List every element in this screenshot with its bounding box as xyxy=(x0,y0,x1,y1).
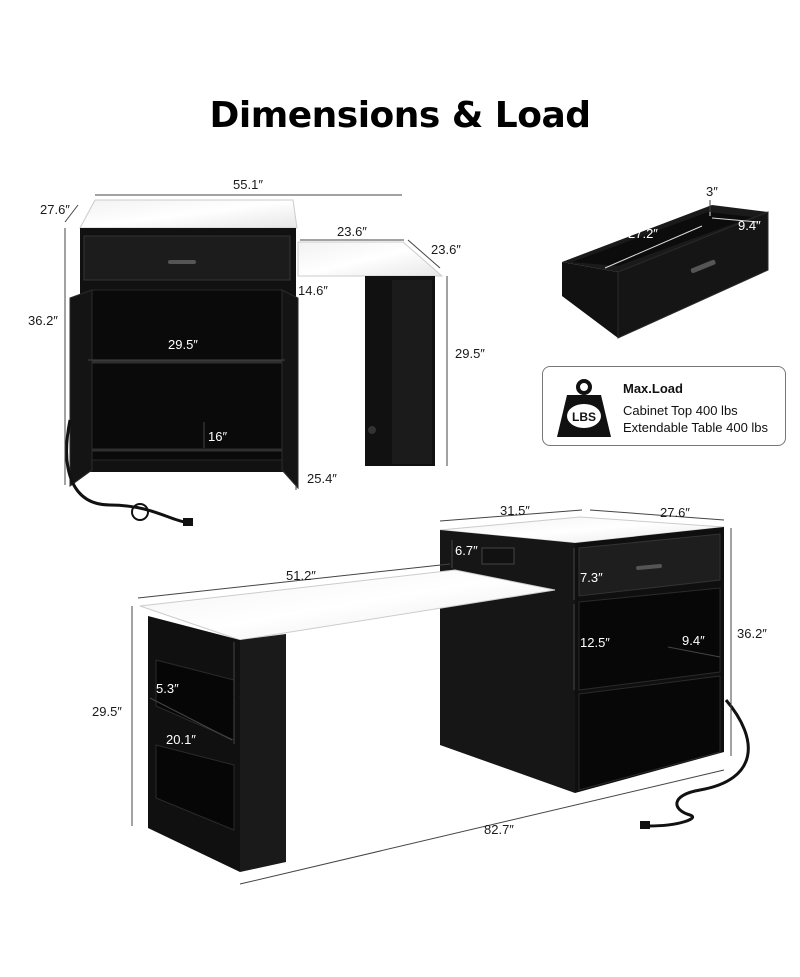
dim-inner-width: 29.5″ xyxy=(168,337,198,352)
weight-icon: LBS xyxy=(557,379,611,437)
dim-side-h: 12.2″ xyxy=(238,685,268,700)
drawer-depth: 3″ xyxy=(706,184,718,199)
dim-height: 36.2″ xyxy=(737,626,767,641)
dim-cab-width: 31.5″ xyxy=(500,503,530,518)
dim-width: 55.1″ xyxy=(233,177,263,192)
extendable-table-top-view xyxy=(297,241,444,466)
max-load-line-2: Extendable Table 400 lbs xyxy=(623,420,769,435)
assembled-view xyxy=(139,516,750,872)
dim-table-len: 23.6″ xyxy=(337,224,367,239)
page-title: Dimensions & Load xyxy=(209,95,591,136)
dim-height: 36.2″ xyxy=(28,313,58,328)
dim-drawer-h: 7.3″ xyxy=(580,570,603,585)
dim-side-w: 5.3″ xyxy=(156,681,179,696)
dim-outlet: 6.7″ xyxy=(455,543,478,558)
dim-total: 82.7″ xyxy=(484,822,514,837)
dim-shelf-h: 16″ xyxy=(208,429,227,444)
drawer-length: 27.2″ xyxy=(628,226,658,241)
cabinet-open-view xyxy=(65,199,299,526)
dim-side-d: 20.1″ xyxy=(166,732,196,747)
dim-door: 14.6″ xyxy=(298,283,328,298)
max-load-line-1: Cabinet Top 400 lbs xyxy=(623,403,738,418)
max-load-box: LBS Max.Load Cabinet Top 400 lbs Extenda… xyxy=(542,366,786,446)
drawer-width: 9.4″ xyxy=(738,218,761,233)
dim-depth: 27.6″ xyxy=(40,202,70,217)
weight-icon-label: LBS xyxy=(572,410,596,424)
dim-cab-depth: 27.6″ xyxy=(660,505,690,520)
dim-table-depth: 23.6″ xyxy=(431,242,461,257)
dim-shelf-d: 9.4″ xyxy=(682,633,705,648)
drawer-illustration xyxy=(562,205,769,339)
dim-table-height: 29.5″ xyxy=(455,346,485,361)
dim-table-len: 51.2″ xyxy=(286,568,316,583)
dim-leg: 25.4″ xyxy=(307,471,337,486)
dim-shelf-h: 12.5″ xyxy=(580,635,610,650)
dim-table-h: 29.5″ xyxy=(92,704,122,719)
max-load-title: Max.Load xyxy=(623,381,683,396)
